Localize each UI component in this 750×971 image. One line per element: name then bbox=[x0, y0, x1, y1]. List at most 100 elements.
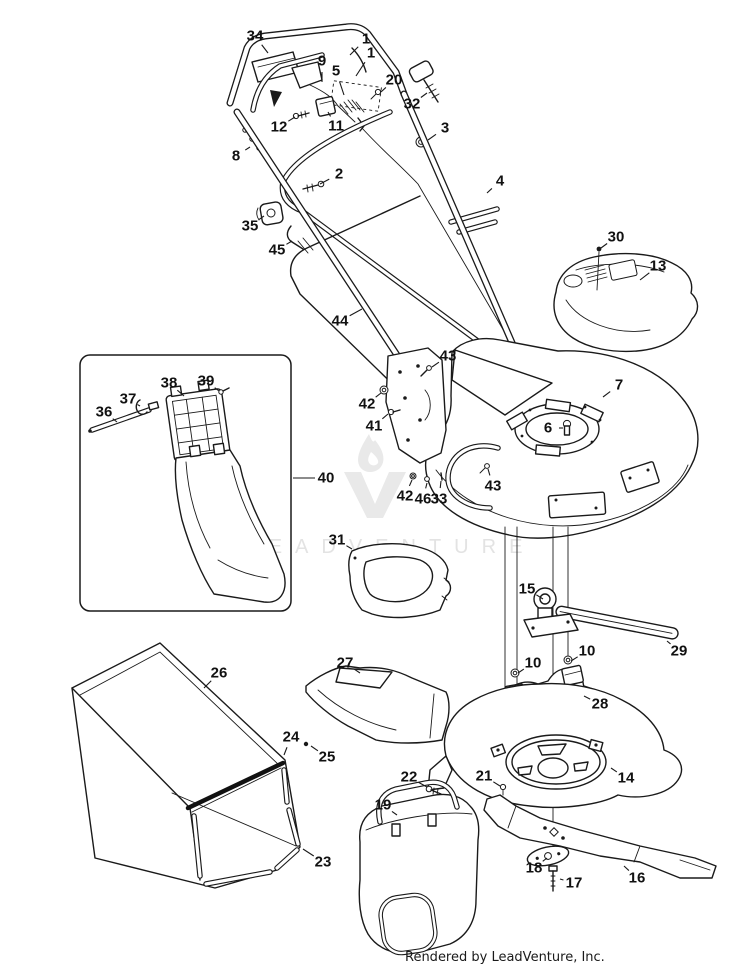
callout-2: 2 bbox=[319, 166, 343, 185]
leader-line bbox=[602, 391, 611, 398]
leader-line bbox=[570, 656, 578, 662]
leader-line bbox=[302, 848, 315, 857]
callout-8: 8 bbox=[232, 146, 251, 165]
hook-37-icon bbox=[135, 399, 160, 415]
cable-spring bbox=[339, 99, 365, 115]
grass-bag bbox=[71, 642, 309, 889]
callout-number: 22 bbox=[401, 769, 418, 786]
bolt-20-icon bbox=[370, 88, 382, 100]
callout-number: 30 bbox=[608, 229, 625, 246]
leader-line bbox=[349, 46, 359, 56]
callout-4: 4 bbox=[486, 173, 505, 194]
callout-1: 1 bbox=[355, 45, 375, 77]
callout-number: 41 bbox=[366, 418, 383, 435]
callout-18: 18 bbox=[526, 857, 548, 877]
callout-34: 34 bbox=[247, 28, 269, 54]
callout-1: 1 bbox=[349, 31, 370, 56]
callout-27: 27 bbox=[337, 655, 361, 674]
engine-cover bbox=[553, 246, 699, 353]
leader-line bbox=[203, 680, 212, 689]
callout-38: 38 bbox=[161, 375, 185, 397]
bag-frame bbox=[185, 760, 301, 887]
callout-number: 33 bbox=[431, 491, 448, 508]
callout-24: 24 bbox=[283, 729, 300, 756]
blade-housing bbox=[425, 682, 683, 809]
leader-line bbox=[431, 361, 440, 368]
blade-adapter bbox=[526, 845, 570, 867]
callout-number: 19 bbox=[375, 797, 392, 814]
callout-number: 13 bbox=[650, 258, 667, 275]
leader-line bbox=[353, 668, 361, 674]
spindle bbox=[523, 587, 579, 638]
mower-deck bbox=[379, 337, 699, 539]
leader-line bbox=[349, 308, 363, 317]
leader-line bbox=[610, 767, 618, 773]
leader-line bbox=[310, 745, 319, 752]
callout-41: 41 bbox=[366, 413, 389, 435]
callout-number: 39 bbox=[198, 373, 215, 390]
callout-number: 43 bbox=[440, 348, 457, 365]
callout-number: 28 bbox=[592, 696, 609, 713]
callout-number: 18 bbox=[526, 860, 543, 877]
callout-23: 23 bbox=[302, 848, 331, 871]
knob-35-icon bbox=[256, 201, 284, 226]
callout-number: 2 bbox=[335, 166, 343, 183]
lower-cable bbox=[361, 127, 509, 339]
callout-22: 22 bbox=[401, 769, 428, 788]
callout-32: 32 bbox=[404, 92, 428, 113]
leader-line bbox=[375, 392, 382, 398]
watermark-v-icon bbox=[344, 472, 406, 518]
handle-bracket-plate bbox=[385, 347, 447, 464]
callout-39: 39 bbox=[198, 373, 220, 392]
callout-number: 31 bbox=[329, 532, 346, 549]
leader-line bbox=[319, 178, 330, 185]
leader-line bbox=[536, 594, 544, 600]
leader-line bbox=[346, 545, 353, 550]
control-cable bbox=[309, 80, 509, 339]
handle-corner bbox=[351, 47, 367, 73]
discharge-chute bbox=[174, 442, 286, 603]
nut-10-icon bbox=[563, 655, 573, 665]
callout-number: 32 bbox=[404, 96, 421, 113]
callout-5: 5 bbox=[332, 63, 345, 96]
callout-11: 11 bbox=[327, 111, 344, 135]
leader-line bbox=[493, 781, 501, 787]
callout-43: 43 bbox=[485, 468, 502, 495]
screw-25-icon bbox=[303, 741, 309, 747]
callout-12: 12 bbox=[271, 116, 296, 136]
callout-number: 5 bbox=[332, 63, 340, 80]
callout-19: 19 bbox=[375, 797, 398, 816]
callout-number: 11 bbox=[328, 118, 344, 135]
screw-12-icon bbox=[292, 110, 310, 120]
leader-line bbox=[286, 240, 293, 245]
callout-number: 6 bbox=[544, 420, 552, 437]
callout-number: 1 bbox=[362, 31, 370, 48]
callout-43: 43 bbox=[431, 348, 457, 368]
callout-number: 45 bbox=[269, 242, 286, 259]
callout-number: 12 bbox=[271, 119, 288, 136]
bolt-2-icon bbox=[302, 180, 325, 193]
callout-46: 46 bbox=[415, 482, 431, 508]
callout-7: 7 bbox=[602, 377, 623, 398]
blade-bolt bbox=[548, 865, 558, 892]
callout-number: 43 bbox=[485, 478, 502, 495]
cable-boot bbox=[270, 90, 282, 107]
callout-number: 8 bbox=[232, 148, 240, 165]
screw-22-icon bbox=[425, 785, 442, 796]
leader-line bbox=[112, 418, 118, 423]
callout-number: 36 bbox=[96, 404, 113, 421]
leader-line bbox=[559, 878, 564, 881]
callout-number: 10 bbox=[525, 655, 542, 672]
callout-number: 42 bbox=[397, 488, 414, 505]
leader-line bbox=[176, 389, 185, 397]
callout-14: 14 bbox=[610, 767, 635, 787]
callout-17: 17 bbox=[559, 875, 582, 892]
deck-rear-flap bbox=[451, 349, 553, 416]
cover-handle bbox=[376, 779, 460, 825]
bolt-6-icon bbox=[562, 419, 572, 436]
callout-36: 36 bbox=[96, 404, 118, 423]
bolt-21-icon bbox=[499, 783, 507, 796]
leader-line bbox=[380, 87, 387, 93]
blade bbox=[483, 794, 717, 879]
